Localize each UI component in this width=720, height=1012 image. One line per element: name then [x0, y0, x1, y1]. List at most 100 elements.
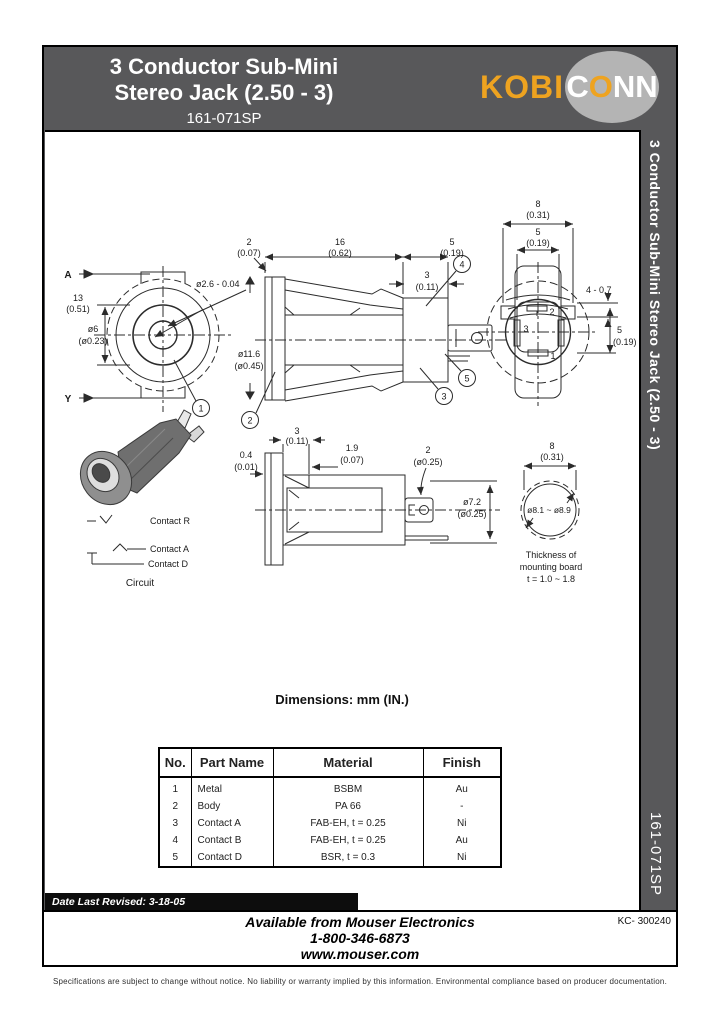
front-dim-13-in: (0.51) [66, 304, 90, 314]
side-dim-d116: ø11.6 [238, 349, 260, 359]
header-part-number: 161-071SP [186, 110, 262, 127]
mounting-hole-drawing [520, 462, 580, 540]
col-header-no: No. [159, 748, 191, 778]
table-row: 5 Contact D BSR, t = 0.3 Ni [159, 849, 501, 867]
circuit-title: Circuit [126, 578, 155, 589]
circuit-diagram [87, 514, 146, 565]
dimensions-note: Dimensions: mm (IN.) [275, 692, 409, 707]
col-header-material: Material [272, 748, 423, 778]
cell-no: 1 [172, 784, 179, 795]
footer-available: Available from Mouser Electronics [245, 914, 475, 930]
sidebar-part-number: 161-071SP [647, 812, 664, 897]
cell-no: 4 [172, 835, 179, 846]
cell-finish: Au [422, 777, 501, 798]
circuit-contact-d: Contact D [148, 559, 189, 569]
cell-material: PA 66 [272, 798, 423, 815]
side-dim-16: 16 [335, 237, 345, 247]
sect-dim-04: 0.4 [240, 450, 253, 460]
cell-part-name: Body [190, 798, 273, 815]
parts-table: No. Part Name Material Finish 1 Metal BS… [158, 747, 502, 868]
cell-no: 5 [172, 852, 179, 863]
front-view-drawing [79, 266, 247, 417]
logo-conn-text: CONN [566, 69, 658, 104]
front-dim-13: 13 [73, 293, 83, 303]
rear-pin-3: 3 [523, 324, 528, 334]
page-title-line1: 3 Conductor Sub-Mini [109, 54, 339, 79]
rear-dim-4-07: 4 - 0.7 [586, 285, 612, 295]
cell-no: 2 [172, 801, 179, 812]
cell-part-name: Metal [190, 777, 273, 798]
page-title-line2: Stereo Jack (2.50 - 3) [114, 80, 334, 105]
sidebar-title: 3 Conductor Sub-Mini Stereo Jack (2.50 -… [647, 140, 663, 451]
rear-dim-5top-in: (0.19) [526, 238, 550, 248]
rear-dim-5right: 5 [617, 325, 622, 335]
front-dim-d6-in: (ø0.23) [78, 336, 107, 346]
rear-dim-8-in: (0.31) [526, 210, 550, 220]
footer-phone: 1-800-346-6873 [310, 930, 410, 946]
side-dim-d116-in: (ø0.45) [234, 361, 263, 371]
side-dim-2: 2 [246, 237, 251, 247]
side-dim-5: 5 [449, 237, 454, 247]
date-revised-bar: Date Last Revised: 3-18-05 [45, 893, 358, 911]
cell-material: BSR, t = 0.3 [272, 849, 423, 867]
circuit-contact-a: Contact A [150, 544, 189, 554]
cell-no: 3 [172, 818, 179, 829]
hole-dim-8-in: (0.31) [540, 452, 564, 462]
hole-note-2: mounting board [520, 562, 583, 572]
rear-dim-5top: 5 [535, 227, 540, 237]
sect-dim-04-in: (0.01) [234, 462, 258, 472]
rear-pin-1: 1 [550, 351, 555, 361]
header-titles: 3 Conductor Sub-Mini Stereo Jack (2.50 -… [88, 54, 360, 127]
jack-photo [79, 409, 205, 506]
cell-part-name: Contact B [190, 832, 273, 849]
technical-drawings: 13 (0.51) ø6 (ø0.23) ø2.6 - 0.04 A Y 1 2… [64, 199, 637, 589]
front-marker-a: A [64, 270, 71, 281]
circuit-contact-r: Contact R [150, 516, 191, 526]
side-dim-16-in: (0.62) [328, 248, 352, 258]
footer: KC- 300240 Available from Mouser Electro… [42, 910, 678, 967]
sect-dim-3-in: (0.11) [286, 436, 309, 446]
hole-note-1: Thickness of [526, 550, 577, 560]
cell-material: FAB-EH, t = 0.25 [272, 815, 423, 832]
side-callout-4: 4 [459, 260, 464, 270]
side-callout-2: 2 [247, 416, 252, 426]
rear-dim-5right-in: (0.19) [613, 337, 637, 347]
rear-view-drawing [478, 220, 618, 406]
sect-dim-2: 2 [425, 445, 430, 455]
table-row: 1 Metal BSBM Au [159, 777, 501, 798]
table-header-row: No. Part Name Material Finish [159, 748, 501, 778]
hole-dia-range: ø8.1 ~ ø8.9 [527, 505, 571, 515]
footer-website[interactable]: www.mouser.com [300, 946, 420, 962]
side-callout-3: 3 [441, 392, 446, 402]
front-marker-y: Y [65, 394, 72, 405]
table-row: 2 Body PA 66 - [159, 798, 501, 815]
cell-material: FAB-EH, t = 0.25 [272, 832, 423, 849]
cell-part-name: Contact D [190, 849, 273, 867]
sect-dim-d72: ø7.2 [463, 497, 481, 507]
col-header-part-name: Part Name [190, 748, 273, 778]
side-callout-5: 5 [464, 374, 469, 384]
cell-finish: Au [422, 832, 501, 849]
disclaimer-text: Specifications are subject to change wit… [53, 977, 667, 986]
cell-finish: Ni [422, 849, 501, 867]
cell-material: BSBM [272, 777, 423, 798]
side-view-drawing [241, 253, 508, 429]
front-callout-1: 1 [198, 404, 203, 414]
sect-dim-2-in: (ø0.25) [413, 457, 442, 467]
sect-dim-3: 3 [294, 426, 299, 436]
doc-number: KC- 300240 [617, 916, 671, 927]
rear-dim-8: 8 [535, 199, 540, 209]
logo-ellipse: CONN [565, 51, 659, 123]
front-dim-d6: ø6 [88, 324, 99, 334]
rear-pin-2: 2 [549, 307, 554, 317]
cell-finish: - [422, 798, 501, 815]
hole-dim-8: 8 [549, 441, 554, 451]
side-dim-3: 3 [424, 270, 429, 280]
section-view-drawing [250, 436, 500, 566]
col-header-finish: Finish [422, 748, 501, 778]
cell-finish: Ni [422, 815, 501, 832]
side-dim-2-in: (0.07) [237, 248, 261, 258]
cell-part-name: Contact A [190, 815, 273, 832]
front-dim-d26: ø2.6 - 0.04 [196, 279, 240, 289]
